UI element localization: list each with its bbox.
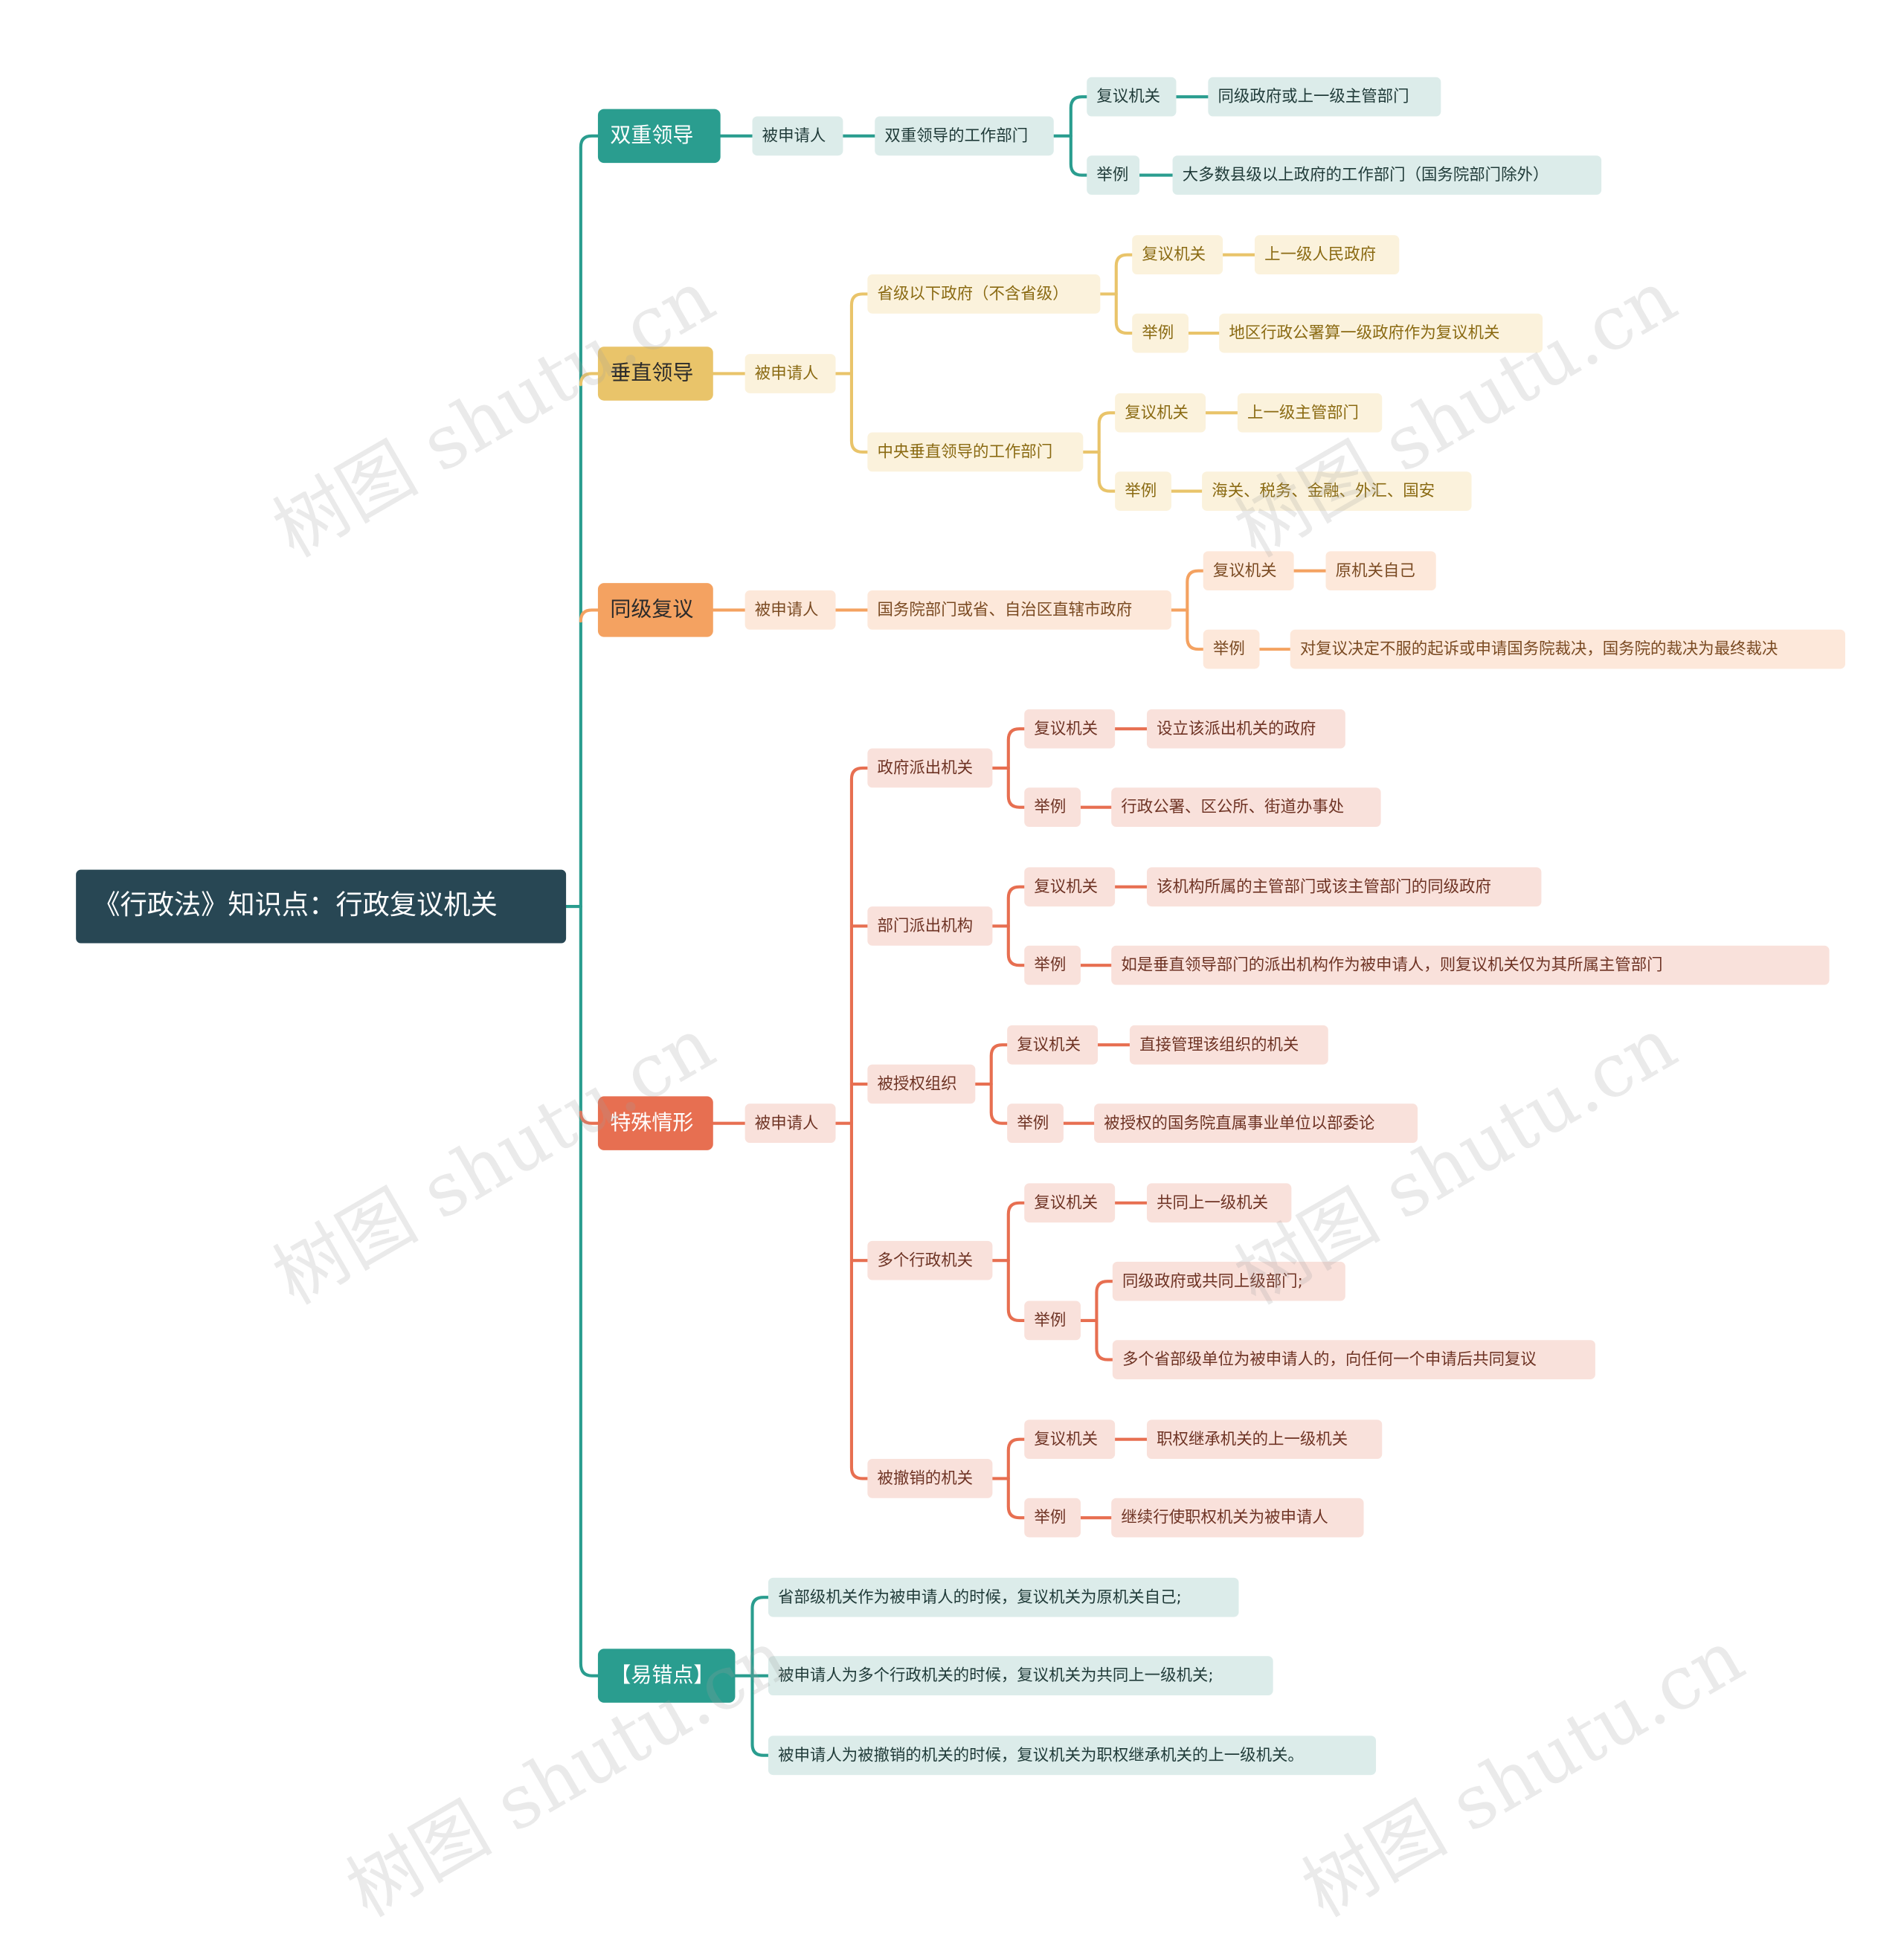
case4-example-label: 举例 — [1024, 1301, 1081, 1341]
vertical-sub2-example: 海关、税务、金融、外汇、国安 — [1202, 471, 1472, 511]
case1-example: 行政公署、区公所、街道办事处 — [1111, 787, 1381, 827]
pitfall-item: 被申请人为被撤销的机关的时候，复议机关为职权继承机关的上一级机关。 — [768, 1735, 1377, 1776]
branch-pitfalls: 【易错点】 — [597, 1648, 736, 1703]
dual-example-label: 举例 — [1087, 155, 1140, 195]
dual-department: 双重领导的工作部门 — [875, 116, 1054, 156]
vertical-sub1-example-label: 举例 — [1132, 313, 1189, 353]
special-case-gov-dispatched: 政府派出机关 — [867, 748, 993, 788]
case4-review: 共同上一级机关 — [1146, 1183, 1292, 1223]
same-respondent: 被申请人 — [744, 590, 836, 630]
dual-example: 大多数县级以上政府的工作部门（国务院部门除外） — [1172, 155, 1602, 195]
case1-example-label: 举例 — [1024, 787, 1081, 827]
vertical-sub2-review: 上一级主管部门 — [1237, 393, 1383, 433]
vertical-sub1-review: 上一级人民政府 — [1254, 235, 1400, 275]
case1-review-label: 复议机关 — [1024, 709, 1116, 749]
branch-same-level-review: 同级复议 — [597, 583, 713, 637]
case1-review: 设立该派出机关的政府 — [1146, 709, 1345, 749]
connector-lines — [565, 95, 1328, 1757]
same-review: 原机关自己 — [1325, 551, 1436, 591]
vertical-respondent: 被申请人 — [744, 354, 836, 393]
dual-respondent: 被申请人 — [752, 116, 843, 156]
branch-special-cases: 特殊情形 — [597, 1096, 713, 1150]
vertical-sub1-example: 地区行政公署算一级政府作为复议机关 — [1219, 313, 1543, 353]
same-example-label: 举例 — [1203, 629, 1260, 669]
vertical-sub-provincial: 省级以下政府（不含省级） — [867, 274, 1101, 314]
case3-review-label: 复议机关 — [1007, 1025, 1099, 1065]
vertical-sub2-example-label: 举例 — [1115, 471, 1171, 511]
same-review-label: 复议机关 — [1203, 551, 1294, 591]
same-example: 对复议决定不服的起诉或申请国务院裁决，国务院的裁决为最终裁决 — [1290, 629, 1845, 669]
dual-review-body: 同级政府或上一级主管部门 — [1208, 77, 1441, 117]
pitfall-item: 被申请人为多个行政机关的时候，复议机关为共同上一级机关; — [768, 1656, 1273, 1696]
case2-review-label: 复议机关 — [1024, 867, 1116, 907]
case2-review: 该机构所属的主管部门或该主管部门的同级政府 — [1146, 867, 1542, 907]
case5-review: 职权继承机关的上一级机关 — [1146, 1419, 1383, 1460]
special-case-dept-dispatched: 部门派出机构 — [867, 906, 993, 946]
root-topic: 《行政法》知识点：行政复议机关 — [76, 869, 567, 944]
case4-example-2: 多个省部级单位为被申请人的，向任何一个申请后共同复议 — [1112, 1340, 1595, 1379]
branch-vertical-leadership: 垂直领导 — [597, 347, 713, 401]
case5-review-label: 复议机关 — [1024, 1419, 1116, 1460]
case4-review-label: 复议机关 — [1024, 1183, 1116, 1223]
case3-example-label: 举例 — [1007, 1103, 1064, 1144]
case3-example: 被授权的国务院直属事业单位以部委论 — [1094, 1103, 1418, 1144]
branch-dual-leadership: 双重领导 — [597, 109, 721, 164]
pitfall-item: 省部级机关作为被申请人的时候，复议机关为原机关自己; — [768, 1577, 1239, 1617]
case3-review: 直接管理该组织的机关 — [1129, 1025, 1328, 1065]
special-respondent: 被申请人 — [744, 1103, 836, 1144]
vertical-central-department: 中央垂直领导的工作部门 — [867, 432, 1084, 472]
special-case-multiple-agencies: 多个行政机关 — [867, 1240, 993, 1280]
vertical-sub2-review-label: 复议机关 — [1115, 393, 1206, 433]
case4-example-1: 同级政府或共同上级部门; — [1112, 1261, 1345, 1301]
special-case-authorized-org: 被授权组织 — [867, 1064, 976, 1104]
dual-review-label: 复议机关 — [1087, 77, 1177, 117]
mind-map: 《行政法》知识点：行政复议机关 双重领导 被申请人 双重领导的工作部门 复议机关… — [76, 77, 1845, 1934]
case2-example: 如是垂直领导部门的派出机构作为被申请人，则复议机关仅为其所属主管部门 — [1111, 945, 1830, 985]
special-case-revoked-agency: 被撤销的机关 — [867, 1459, 993, 1498]
vertical-sub1-review-label: 复议机关 — [1132, 235, 1223, 275]
case2-example-label: 举例 — [1024, 945, 1081, 985]
case5-example-label: 举例 — [1024, 1498, 1081, 1538]
same-department: 国务院部门或省、自治区直辖市政府 — [867, 590, 1171, 630]
case5-example: 继续行使职权机关为被申请人 — [1111, 1498, 1364, 1538]
